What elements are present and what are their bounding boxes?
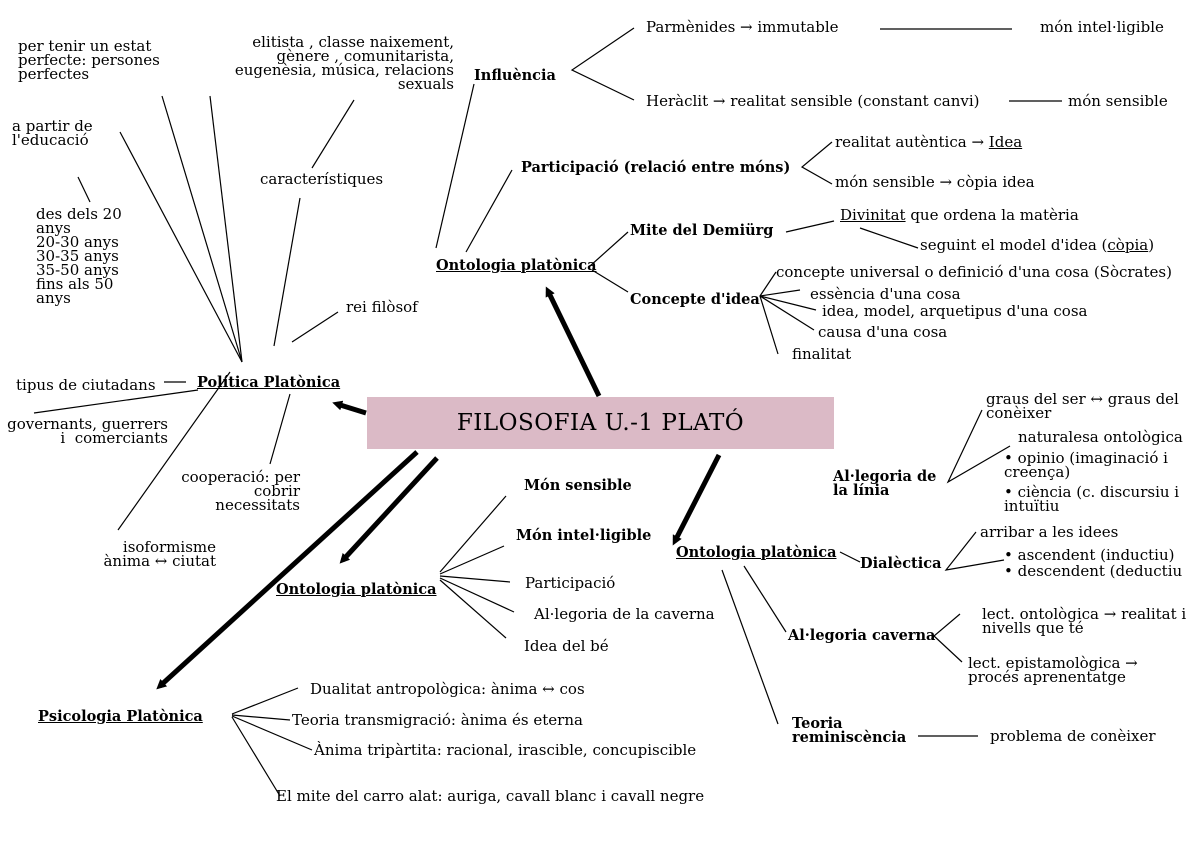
lect-epistemologica-node: lect. epistamològica → procés aprenentat…	[968, 654, 1138, 686]
allegoria-caverna-node: Al·legoria caverna	[788, 627, 936, 644]
arrow-to-psicologia	[156, 450, 419, 690]
divinitat-node: Divinitat que ordena la matèria	[840, 206, 1079, 224]
mite-carro-item: El mite del carro alat: auriga, cavall b…	[276, 787, 705, 805]
caracteristiques-node: característiques	[260, 170, 384, 188]
heraclit-node: Heràclit → realitat sensible (constant c…	[646, 92, 980, 110]
concepte-idea-node: Concepte d'idea	[630, 291, 760, 308]
lect-ontologica-node: lect. ontològica → realitat i nivells qu…	[982, 605, 1187, 637]
ascendent-node: ascendent (inductiu)	[1004, 548, 1175, 563]
ciencia-node: ciència (c. discursiu i intuïtiu	[1004, 485, 1179, 514]
influencia-node: Influència	[474, 67, 556, 84]
finalitat-node: finalitat	[792, 345, 852, 363]
participacio-node: Participació (relació entre móns)	[521, 159, 791, 176]
descendent-node: descendent (deductiu	[1004, 564, 1183, 579]
causa-node: causa d'una cosa	[818, 323, 948, 341]
essencia-node: essència d'una cosa	[810, 285, 961, 303]
psicologia-title: Psicologia Platònica	[38, 708, 203, 725]
graus-node: graus del ser ↔ graus del conèixer	[986, 390, 1179, 422]
estat-perfecte-node: per tenir un estat perfecte: persones pe…	[18, 37, 160, 83]
allegoria-linia-node: Al·legoria de la línia	[833, 468, 937, 499]
mon-sensible-copia-node: món sensible → còpia idea	[835, 173, 1035, 191]
ontologia-right-title: Ontologia platònica	[676, 544, 837, 561]
mon-sensible-node: món sensible	[1068, 92, 1168, 110]
edats-node: des dels 20 anys 20-30 anys 30-35 anys 3…	[36, 205, 122, 307]
mon-sensible-item: Món sensible	[524, 477, 632, 494]
dualitat-item: Dualitat antropològica: ànima ↔ cos	[310, 680, 585, 698]
anima-tripartita-item: Ànima tripàrtita: racional, irascible, c…	[314, 741, 697, 759]
cooperacio-node: cooperació: per cobrir necessitats	[181, 468, 300, 514]
parmenides-node: Parmènides → immutable	[646, 18, 839, 36]
rei-filosof-node: rei filòsof	[346, 298, 418, 316]
opinio-node: opinio (imaginació i creença)	[1004, 451, 1168, 480]
mon-intelligible-item: Món intel·ligible	[516, 527, 652, 544]
naturalesa-node: naturalesa ontològica	[1018, 428, 1183, 446]
transmigracio-item: Teoria transmigració: ànima és eterna	[292, 711, 583, 729]
tipus-ciutadans-node: tipus de ciutadans	[16, 376, 156, 394]
ontologia-mid-title: Ontologia platònica	[276, 581, 437, 598]
problema-coneixer-node: problema de conèixer	[990, 727, 1156, 745]
allegoria-caverna-item: Al·legoria de la caverna	[534, 605, 715, 623]
idea-link: Idea	[988, 133, 1023, 151]
concepte-universal-node: concepte universal o definició d'una cos…	[776, 263, 1172, 281]
dialectica-node: Dialèctica	[860, 555, 942, 572]
ontologia-top-title: Ontologia platònica	[436, 257, 597, 274]
participacio-item: Participació	[525, 574, 616, 592]
idea-model-node: idea, model, arquetipus d'una cosa	[822, 302, 1088, 320]
arribar-idees-node: arribar a les idees	[980, 523, 1119, 541]
arrow-to-ontologia-mid	[339, 456, 439, 564]
governants-node: governants, guerrers i comerciants	[7, 415, 168, 447]
arrow-to-ontologia-right	[672, 453, 722, 546]
reminiscencia-node: Teoria reminiscència	[792, 715, 907, 746]
idea-be-item: Idea del bé	[524, 637, 609, 655]
central-topic: FILOSOFIA U.-1 PLATÓ	[367, 397, 834, 449]
elitista-node: elitista , classe naixement, gènere , co…	[234, 33, 454, 93]
politica-title: Política Platònica	[197, 374, 341, 391]
realitat-autentica-node: realitat autèntica → Idea	[835, 133, 1023, 151]
mon-intelligible-node: món intel·ligible	[1040, 18, 1164, 36]
arrow-to-ontologia-top	[545, 286, 602, 398]
seguint-model-node: seguint el model d'idea (còpia)	[920, 236, 1155, 254]
isoformisme-node: isoformisme ànima ↔ ciutat	[103, 538, 216, 570]
arrow-to-politica	[332, 400, 367, 416]
a-partir-educacio-node: a partir de l'educació	[12, 117, 93, 149]
mite-demiurg-node: Mite del Demiürg	[630, 222, 774, 239]
